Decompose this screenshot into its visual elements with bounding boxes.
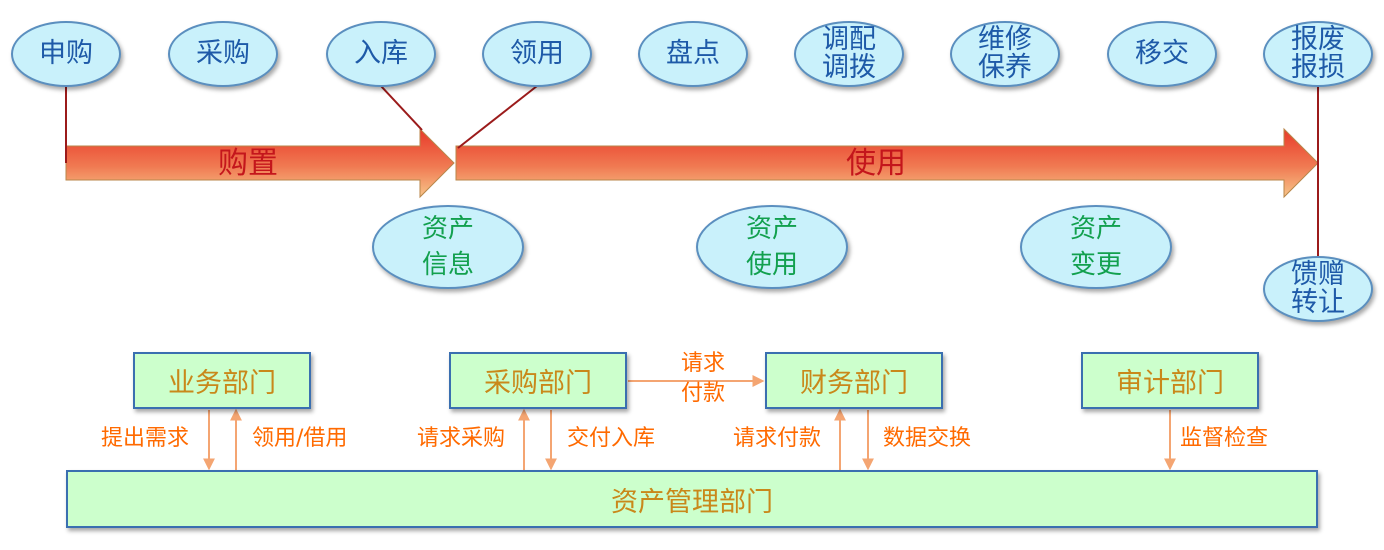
use-phase-label: 使用 [846,146,906,181]
stage-diaopei: 调配 调拨 [794,21,904,87]
node-asset-change: 资产 变更 [1020,205,1172,289]
purchase-phase-arrow [65,127,455,199]
use-phase-arrow [455,127,1319,199]
stage-ruku: 入库 [326,21,436,87]
flow-label-request-payment: 请求付款 [733,426,822,451]
flow-label-supervise: 监督检查 [1180,426,1269,451]
stage-lingyong: 领用 [482,21,592,87]
purchase-phase-label: 购置 [218,146,278,181]
flow-label-borrow: 领用/借用 [252,426,348,451]
flow-label-request-purchase: 请求采购 [417,426,506,451]
stage-gift-transfer: 馈赠 转让 [1263,256,1373,322]
node-asset-usage: 资产 使用 [696,205,848,289]
flow-label-request-payment-top: 请求 付款 [680,351,725,406]
dept-business: 业务部门 [133,352,311,409]
connector-ruku [380,85,423,131]
stage-yijiao: 移交 [1107,21,1217,87]
dept-purchasing: 采购部门 [449,352,627,409]
stage-baofei: 报废 报损 [1263,21,1373,87]
flow-label-deliver-stock: 交付入库 [567,426,656,451]
flow-label-data-exchange: 数据交换 [883,426,972,451]
flow-label-raise-demand: 提出需求 [101,426,190,451]
stage-pandian: 盘点 [638,21,748,87]
stage-caigou: 采购 [168,21,278,87]
dept-asset-management: 资产管理部门 [66,470,1318,528]
stage-weixiu: 维修 保养 [950,21,1060,87]
dept-audit: 审计部门 [1081,352,1259,409]
node-asset-info: 资产 信息 [372,205,524,289]
connector-lingyong [457,85,538,149]
dept-finance: 财务部门 [765,352,943,409]
stage-shengou: 申购 [11,21,121,87]
